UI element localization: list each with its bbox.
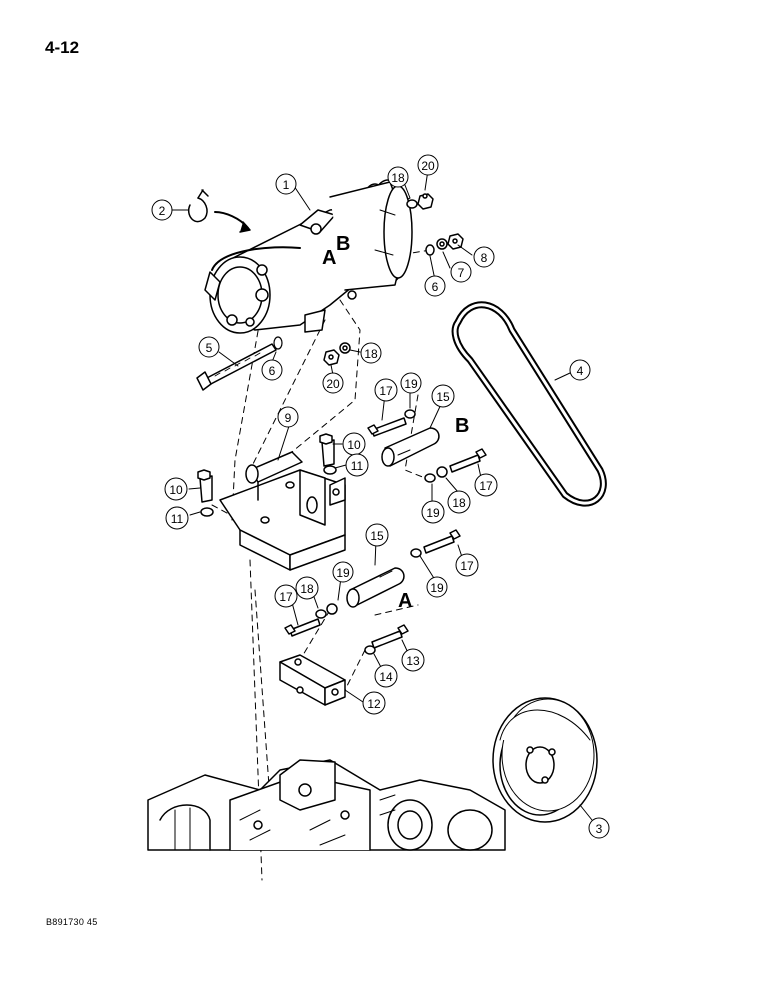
svg-text:19: 19 [430, 581, 444, 595]
callout-17a: 17 [374, 378, 398, 402]
svg-text:17: 17 [460, 559, 474, 573]
svg-text:20: 20 [326, 377, 340, 391]
svg-text:18: 18 [391, 171, 405, 185]
callout-9: 9 [277, 406, 299, 428]
callout-20a: 20 [417, 154, 439, 176]
callout-1: 1 [275, 173, 297, 195]
callout-19a: 19 [400, 372, 422, 394]
svg-text:18: 18 [452, 496, 466, 510]
callout-3: 3 [588, 817, 610, 839]
callout-17c: 17 [455, 553, 479, 577]
svg-text:9: 9 [285, 411, 292, 425]
svg-text:10: 10 [169, 483, 183, 497]
callout-2: 2 [151, 199, 173, 221]
svg-text:1: 1 [283, 178, 290, 192]
svg-text:18: 18 [300, 582, 314, 596]
svg-text:19: 19 [426, 506, 440, 520]
letter-b-compressor: B [336, 233, 350, 255]
callout-10a: 10 [164, 477, 188, 501]
callout-18d: 18 [295, 576, 319, 600]
spacer-sleeve [346, 427, 440, 608]
callout-19c: 19 [332, 561, 354, 583]
svg-text:6: 6 [432, 280, 439, 294]
svg-text:19: 19 [336, 566, 350, 580]
callout-10b: 10 [342, 432, 366, 456]
callout-8: 8 [473, 246, 495, 268]
svg-text:2: 2 [159, 204, 166, 218]
callout-18b: 18 [360, 342, 382, 364]
svg-text:20: 20 [421, 159, 435, 173]
svg-text:17: 17 [379, 384, 393, 398]
callout-19d: 19 [426, 576, 448, 598]
svg-text:15: 15 [436, 390, 450, 404]
svg-text:14: 14 [379, 670, 393, 684]
callouts: 1 2 3 4 5 6 6 7 8 9 10 10 11 11 12 13 14… [151, 154, 610, 839]
mounting-bolt [196, 336, 283, 391]
callout-18a: 18 [387, 166, 409, 188]
drive-belt [451, 301, 607, 507]
wire-harness [188, 189, 301, 301]
svg-text:6: 6 [269, 364, 276, 378]
callout-19b: 19 [421, 500, 445, 524]
hardware-small [323, 193, 464, 366]
svg-text:11: 11 [171, 512, 184, 526]
mounting-bracket [219, 451, 346, 571]
engine [147, 759, 506, 851]
figure-code: B891730 45 [46, 917, 98, 927]
callout-11a: 11 [165, 506, 189, 530]
bolts-17 [284, 409, 487, 655]
svg-text:15: 15 [370, 529, 384, 543]
mounting-block [279, 654, 346, 706]
callout-15a: 15 [431, 384, 455, 408]
crankshaft-pulley [492, 697, 598, 823]
callout-14: 14 [374, 664, 398, 688]
callout-7: 7 [450, 261, 472, 283]
svg-text:7: 7 [458, 266, 465, 280]
svg-text:13: 13 [406, 654, 420, 668]
callout-4: 4 [569, 359, 591, 381]
callout-17b: 17 [474, 473, 498, 497]
callout-11b: 11 [345, 453, 369, 477]
callout-12: 12 [362, 691, 386, 715]
callout-20b: 20 [322, 372, 344, 394]
letter-a-sleeve: A [398, 590, 412, 612]
svg-text:18: 18 [364, 347, 378, 361]
svg-text:17: 17 [479, 479, 493, 493]
svg-text:5: 5 [206, 341, 213, 355]
callout-6b: 6 [261, 359, 283, 381]
bolts-10-11 [197, 433, 337, 517]
svg-text:11: 11 [351, 459, 364, 473]
callout-18c: 18 [447, 490, 471, 514]
reference-letters: A B B A [322, 233, 469, 612]
compressor [209, 179, 413, 334]
svg-text:3: 3 [596, 822, 603, 836]
svg-text:10: 10 [347, 438, 361, 452]
callout-6a: 6 [424, 275, 446, 297]
svg-text:19: 19 [404, 377, 418, 391]
svg-text:4: 4 [577, 364, 584, 378]
letter-a-compressor: A [322, 247, 336, 269]
svg-text:8: 8 [481, 251, 488, 265]
svg-text:12: 12 [367, 697, 381, 711]
page-number: 4-12 [45, 38, 80, 57]
callout-17d: 17 [274, 584, 298, 608]
callout-15b: 15 [365, 523, 389, 547]
callout-5: 5 [198, 336, 220, 358]
svg-text:17: 17 [279, 590, 293, 604]
callout-13: 13 [401, 648, 425, 672]
letter-b-sleeve: B [455, 415, 469, 437]
